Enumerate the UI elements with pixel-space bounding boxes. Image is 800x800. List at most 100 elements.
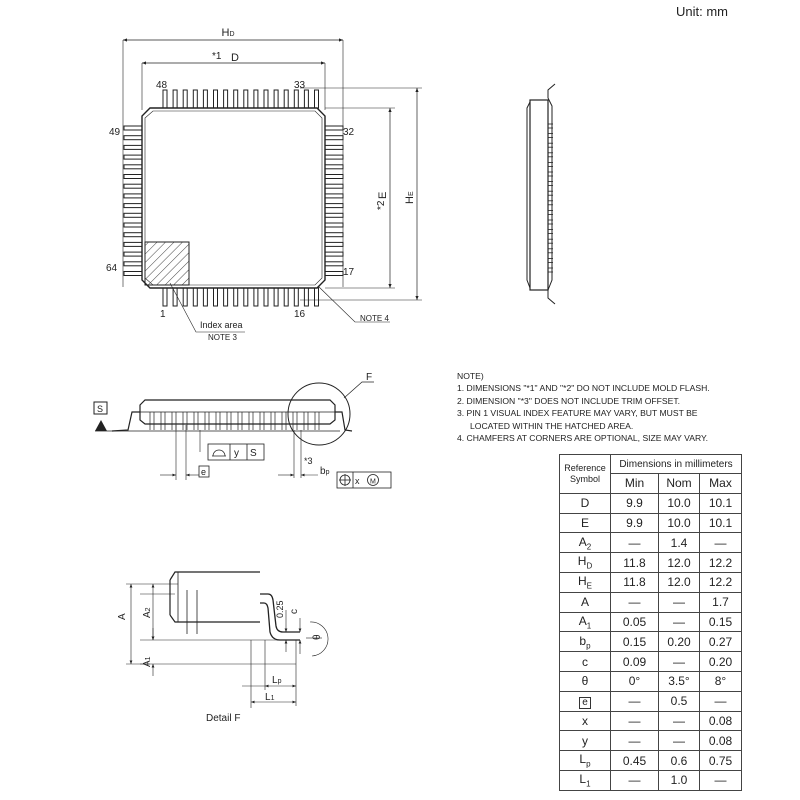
pin-right: [324, 125, 344, 131]
front-view-pins: [149, 412, 320, 430]
note4-label: NOTE 4: [360, 314, 389, 323]
pin-right: [324, 183, 344, 189]
pin-right: [324, 271, 344, 276]
dim-d-mark: *1: [212, 51, 222, 62]
cell-max: 0.08: [699, 710, 742, 732]
pin-left: [123, 174, 143, 179]
table-subheader-row: Min Nom Max: [560, 473, 742, 494]
pin-left: [123, 193, 143, 199]
detail-lp-label: Lp: [272, 675, 282, 686]
table-row: A2—1.4—: [559, 532, 742, 554]
pins-right-column: [324, 125, 344, 276]
pin-bottom: [314, 287, 319, 307]
detail-f-circle: [287, 382, 351, 446]
label-e-boxed: e: [201, 467, 206, 477]
pin-49-label: 49: [109, 127, 121, 138]
pin-left: [123, 125, 143, 131]
pin-bottom: [243, 287, 249, 307]
package-body-inner: [144, 110, 323, 286]
cell-symbol: D: [559, 492, 611, 514]
pin-bottom: [213, 287, 218, 307]
table-row: x——0.08: [559, 710, 742, 732]
pin-right: [324, 222, 344, 228]
cell-nom: 1.4: [658, 532, 700, 554]
header-max: Max: [699, 473, 742, 494]
cell-nom: 0.20: [658, 631, 700, 653]
pin-left: [123, 212, 143, 218]
note4-leader: [317, 285, 390, 323]
pin-left: [123, 144, 143, 150]
cell-min: 9.9: [610, 512, 659, 534]
cell-symbol: A: [559, 591, 611, 613]
cell-min: —: [610, 532, 659, 554]
tol-s-label: S: [250, 448, 257, 459]
pin-bottom: [253, 287, 259, 307]
pin-right: [324, 251, 344, 257]
pin-left: [123, 154, 143, 160]
pin-top: [293, 89, 299, 109]
cell-symbol: A2: [559, 532, 611, 554]
cell-max: 10.1: [699, 512, 742, 534]
label-bp: bp: [320, 466, 330, 477]
cell-max: —: [699, 769, 742, 791]
pin-bottom: [273, 287, 279, 307]
table-row: L1—1.0—: [559, 769, 742, 791]
pin-bottom: [172, 287, 178, 307]
header-nom: Nom: [658, 473, 700, 494]
pin-48-label: 48: [156, 80, 168, 91]
notes-block: NOTE) 1. DIMENSIONS "*1" AND "*2" DO NOT…: [457, 370, 710, 444]
cell-nom: 1.0: [658, 769, 700, 791]
cell-min: 0.15: [610, 631, 659, 653]
pin-bottom: [192, 287, 198, 307]
pin-top: [192, 89, 198, 109]
front-view-labels: S F y S e *3 bp x M: [97, 372, 376, 486]
notes-heading: NOTE): [457, 371, 484, 381]
pin-top: [213, 89, 218, 109]
mark-3-label: *3: [304, 456, 313, 466]
detail-f-labels: A A2 A1 0.25 c θ Lp L1 Detail F: [117, 600, 323, 724]
cell-min: 9.9: [610, 492, 659, 514]
pin-16-label: 16: [294, 309, 306, 320]
pin-top: [303, 89, 309, 109]
cell-symbol: bp: [559, 631, 611, 653]
pin-left: [123, 232, 143, 238]
note-item: 2. DIMENSION "*3" DOES NOT INCLUDE TRIM …: [457, 395, 681, 406]
pin-right: [324, 164, 344, 170]
cell-min: 0.05: [610, 611, 659, 633]
cell-min: 0.45: [610, 750, 659, 771]
pin-bottom: [182, 287, 188, 307]
tol-x-label: x: [355, 476, 360, 486]
cell-min: 11.8: [610, 552, 659, 573]
pin-bottom: [293, 287, 299, 307]
pin-top: [172, 89, 178, 109]
cell-max: —: [699, 532, 742, 554]
cell-symbol: e: [559, 690, 611, 712]
cell-max: 0.20: [699, 651, 742, 672]
pins-top-row: [162, 89, 319, 109]
table-row: y——0.08: [559, 730, 742, 752]
cell-min: —: [610, 730, 659, 752]
pin-bottom: [223, 287, 229, 307]
detail-025-label: 0.25: [275, 600, 285, 618]
cell-symbol: HD: [559, 552, 611, 573]
detail-l1-label: L1: [265, 692, 275, 703]
header-dimensions: Dimensions in millimeters: [610, 454, 742, 474]
pin-left: [123, 203, 143, 209]
top-view: [122, 38, 422, 333]
cell-symbol: A1: [559, 611, 611, 633]
pin-top: [162, 89, 168, 109]
pin-64-label: 64: [106, 263, 118, 274]
pin-right: [324, 174, 344, 179]
dim-he-label: HE: [404, 191, 416, 204]
cell-nom: —: [658, 651, 700, 672]
index-hatched-area: [144, 241, 190, 286]
cell-min: 0.09: [610, 651, 659, 672]
pins-bottom-row: [162, 287, 319, 307]
